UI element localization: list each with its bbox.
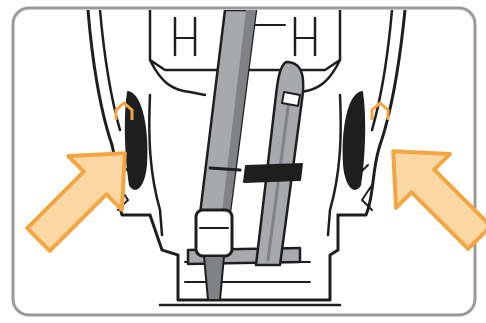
belt-buckle-lower-strap [204,256,224,300]
harness-clip [244,164,302,182]
belt-buckle-tongue [196,210,232,256]
tether-strap-label [282,92,300,106]
harness-clip-strap-left [210,168,240,170]
